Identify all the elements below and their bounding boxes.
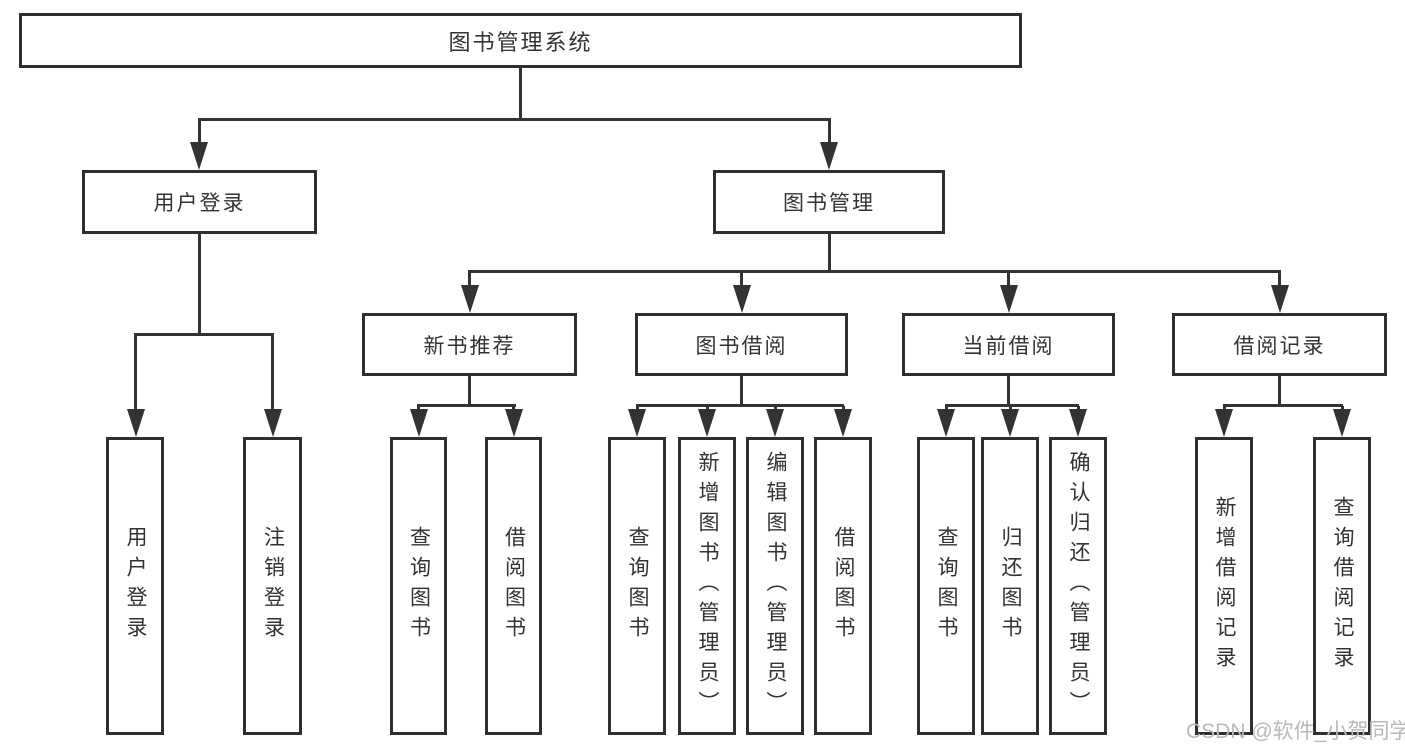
- arrow-down-icon: [1215, 409, 1233, 437]
- arrow-down-icon: [766, 409, 784, 437]
- connector-book-borrow-drop: [740, 272, 743, 285]
- leaf-query-book-recommend: 查询图书: [390, 437, 447, 735]
- arrow-down-icon: [1271, 285, 1289, 313]
- leaf-logout: 注销登录: [243, 437, 302, 735]
- connector-level3-rail: [468, 270, 1281, 273]
- connector-book-mgmt-drop: [828, 120, 831, 142]
- connector-leaf-b1-drop: [417, 406, 420, 411]
- arrow-down-icon: [127, 409, 145, 437]
- connector-user-login-rail: [134, 333, 274, 336]
- node-book-mgmt: 图书管理: [713, 170, 945, 234]
- arrow-down-icon: [698, 409, 716, 437]
- leaf-query-book-borrow: 查询图书: [608, 437, 666, 735]
- leaf-add-borrow-record: 新增借阅记录: [1195, 437, 1253, 735]
- connector-leaf-c4-drop: [842, 406, 845, 411]
- connector-leaf-d3-drop: [1077, 406, 1080, 411]
- connector-leaf-d2-drop: [1009, 406, 1012, 411]
- connector-leaf-e1-drop: [1223, 406, 1226, 411]
- connector-user-login-drop: [198, 120, 201, 142]
- node-user-login: 用户登录: [82, 170, 317, 234]
- csdn-watermark: CSDN @软件_小贺同学: [1186, 720, 1405, 743]
- connector-new-book-stem: [468, 376, 471, 406]
- node-borrow-record: 借阅记录: [1172, 313, 1387, 376]
- connector-leaf-b2-drop: [512, 406, 515, 411]
- arrow-down-icon: [937, 409, 955, 437]
- arrow-down-icon: [733, 285, 751, 313]
- connector-book-borrow-stem: [740, 376, 743, 406]
- node-root: 图书管理系统: [19, 13, 1022, 68]
- connector-book-mgmt-stem: [828, 234, 831, 272]
- connector-level2-rail: [198, 118, 831, 121]
- connector-leaf-c3-drop: [774, 406, 777, 411]
- node-new-book: 新书推荐: [362, 313, 577, 376]
- node-current-borrow: 当前借阅: [902, 313, 1115, 376]
- leaf-query-borrow-record: 查询借阅记录: [1313, 437, 1371, 735]
- connector-leaf-d1-drop: [945, 406, 948, 411]
- connector-leaf-a2-drop: [271, 335, 274, 409]
- connector-leaf-e2-drop: [1341, 406, 1344, 411]
- leaf-query-book-current: 查询图书: [917, 437, 975, 735]
- node-book-borrow: 图书借阅: [635, 313, 848, 376]
- connector-borrow-record-drop: [1278, 272, 1281, 285]
- connector-current-borrow-drop: [1007, 272, 1010, 285]
- leaf-edit-book-admin: 编辑图书（管理员）: [746, 437, 804, 735]
- arrow-down-icon: [834, 409, 852, 437]
- connector-leaf-a1-drop: [134, 335, 137, 409]
- arrow-down-icon: [1069, 409, 1087, 437]
- arrow-down-icon: [264, 409, 282, 437]
- connector-leaf-c1-drop: [636, 406, 639, 411]
- connector-current-borrow-stem: [1007, 376, 1010, 406]
- leaf-user-login: 用户登录: [106, 437, 164, 735]
- connector-user-login-stem: [198, 234, 201, 335]
- connector-current-borrow-rail: [945, 404, 1079, 407]
- connector-new-book-rail: [417, 404, 516, 407]
- arrow-down-icon: [1001, 409, 1019, 437]
- leaf-borrow-book: 借阅图书: [814, 437, 872, 735]
- leaf-borrow-book-recommend: 借阅图书: [485, 437, 542, 735]
- leaf-return-book: 归还图书: [981, 437, 1039, 735]
- arrow-down-icon: [820, 142, 838, 170]
- arrow-down-icon: [461, 285, 479, 313]
- arrow-down-icon: [410, 409, 428, 437]
- connector-borrow-record-rail: [1223, 404, 1343, 407]
- connector-leaf-c2-drop: [706, 406, 709, 411]
- connector-book-borrow-rail: [636, 404, 844, 407]
- connector-borrow-record-stem: [1278, 376, 1281, 406]
- leaf-add-book-admin: 新增图书（管理员）: [678, 437, 736, 735]
- connector-new-book-drop: [468, 272, 471, 285]
- arrow-down-icon: [505, 409, 523, 437]
- arrow-down-icon: [1000, 285, 1018, 313]
- arrow-down-icon: [1333, 409, 1351, 437]
- arrow-down-icon: [190, 142, 208, 170]
- arrow-down-icon: [628, 409, 646, 437]
- connector-root-stem: [519, 68, 522, 120]
- leaf-confirm-return-admin: 确认归还（管理员）: [1049, 437, 1107, 735]
